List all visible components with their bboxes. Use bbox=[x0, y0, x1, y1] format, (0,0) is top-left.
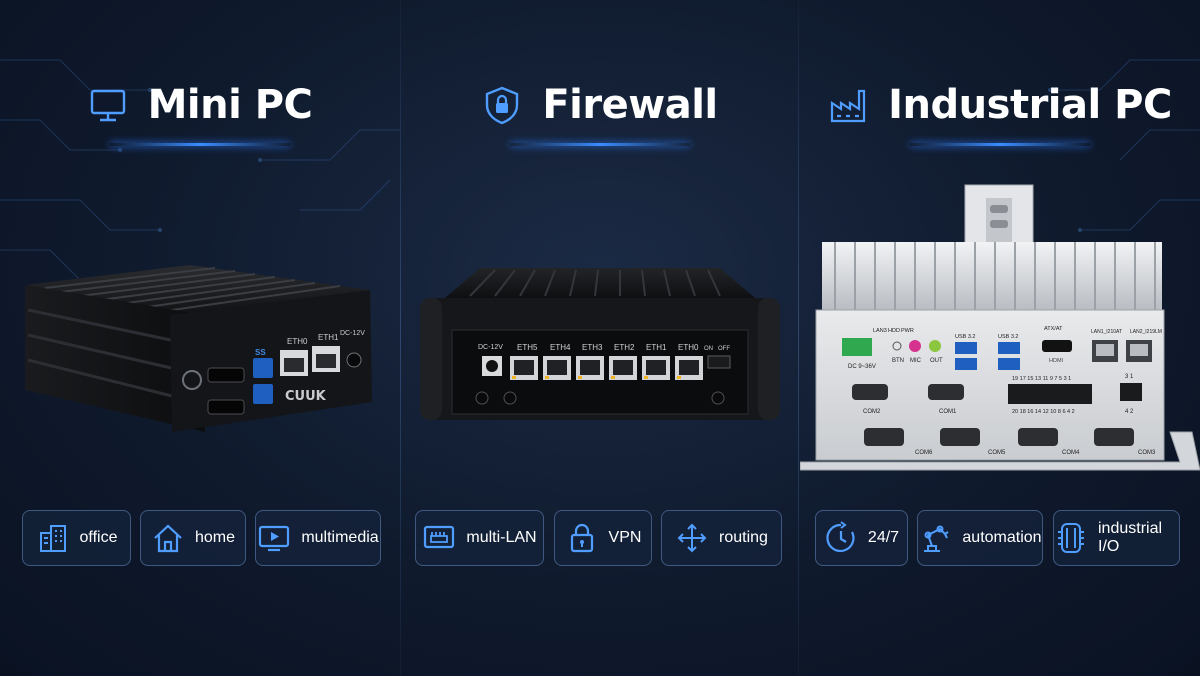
com-label: COM5 bbox=[988, 450, 1006, 456]
panel-firewall: Firewall DC-12V ETH5 ETH4 ETH3 ETH2 ETH1 bbox=[400, 0, 800, 676]
usb-label: USB 3.2 bbox=[955, 334, 975, 340]
multimedia-icon bbox=[259, 525, 290, 552]
chip-vpn: VPN bbox=[554, 510, 652, 566]
usb-label: USB 3.2 bbox=[998, 334, 1018, 340]
chip-home: home bbox=[140, 510, 246, 566]
io-connector-icon bbox=[1058, 523, 1084, 553]
port-label: ETH1 bbox=[318, 333, 339, 342]
label-lan3: LAN3 bbox=[873, 328, 887, 334]
feature-chips: multi-LAN VPN routing bbox=[400, 510, 800, 566]
com-label: COM3 bbox=[1138, 450, 1156, 456]
port-label: ETH2 bbox=[614, 343, 635, 352]
chip-label: office bbox=[79, 529, 118, 546]
com-label: COM4 bbox=[1062, 450, 1080, 456]
brand-logo: CUUK bbox=[285, 389, 327, 404]
panel-divider bbox=[400, 0, 401, 676]
panel-title-row: Industrial PC bbox=[800, 82, 1200, 128]
lan2-label: LAN2_I219LM bbox=[1130, 329, 1162, 335]
port-label: ETH0 bbox=[287, 337, 308, 346]
chip-24-7: 24/7 bbox=[815, 510, 908, 566]
out-label: OUT bbox=[930, 358, 943, 364]
chip-multimedia: multimedia bbox=[255, 510, 381, 566]
feature-chips: 24/7 automation industrial I/O bbox=[800, 510, 1200, 566]
panel-title-row: Mini PC bbox=[0, 82, 400, 128]
com-label: COM1 bbox=[939, 409, 957, 415]
title-underline bbox=[510, 143, 690, 146]
power-label: DC-12V bbox=[478, 344, 503, 351]
title-underline bbox=[910, 143, 1090, 146]
pin-bottom-label: 4 2 bbox=[1125, 409, 1134, 415]
monitor-icon bbox=[90, 89, 125, 122]
port-label: ETH3 bbox=[582, 343, 603, 352]
chip-label: multimedia bbox=[301, 529, 379, 546]
power-label: DC 9~36V bbox=[848, 364, 876, 370]
industrial-pc-image: LAN3 HDD PWR DC 9~36V BTN MIC OUT USB 3.… bbox=[800, 184, 1200, 471]
lock-icon bbox=[570, 523, 593, 553]
com-label: COM2 bbox=[863, 409, 881, 415]
label-pwr: PWR bbox=[901, 328, 914, 334]
panel-title: Industrial PC bbox=[888, 82, 1172, 128]
port-label: ETH1 bbox=[646, 343, 667, 352]
port-label: ETH4 bbox=[550, 343, 571, 352]
chip-industrial-io: industrial I/O bbox=[1053, 510, 1180, 566]
port-label: ETH5 bbox=[517, 343, 538, 352]
chip-label: VPN bbox=[608, 529, 642, 546]
chip-label: automation bbox=[962, 529, 1042, 546]
lan1-label: LAN1_I210AT bbox=[1091, 329, 1122, 335]
routing-arrows-icon bbox=[677, 523, 707, 553]
com-label: COM6 bbox=[915, 450, 933, 456]
firewall-image: DC-12V ETH5 ETH4 ETH3 ETH2 ETH1 ETH0 ON … bbox=[420, 268, 780, 420]
switch-off-label: OFF bbox=[718, 346, 730, 352]
chip-routing: routing bbox=[661, 510, 782, 566]
hdmi-label: HDMI bbox=[1049, 358, 1064, 364]
clock-icon bbox=[826, 521, 855, 553]
switch-on-label: ON bbox=[704, 346, 713, 352]
robot-arm-icon bbox=[924, 525, 949, 552]
port-label: DC-12V bbox=[340, 330, 365, 337]
office-building-icon bbox=[39, 525, 66, 552]
gpio-bottom-label: 20 18 16 14 12 10 8 6 4 2 bbox=[1012, 409, 1075, 415]
panel-title: Firewall bbox=[542, 82, 718, 128]
usb-label: SS bbox=[255, 348, 266, 357]
panel-divider bbox=[798, 0, 799, 676]
title-underline bbox=[110, 143, 290, 146]
chip-label: home bbox=[194, 529, 236, 546]
mini-pc-image: SS ETH0 ETH1 DC-12V CUUK bbox=[25, 265, 372, 432]
chip-automation: automation bbox=[917, 510, 1043, 566]
chip-label: multi-LAN bbox=[466, 529, 537, 546]
factory-icon bbox=[831, 89, 866, 123]
panel-title-row: Firewall bbox=[400, 82, 800, 128]
home-icon bbox=[154, 524, 182, 553]
chip-label: industrial I/O bbox=[1098, 520, 1163, 555]
panel-title: Mini PC bbox=[147, 82, 313, 128]
ethernet-port-icon bbox=[424, 525, 455, 549]
panel-mini-pc: Mini PC bbox=[0, 0, 400, 676]
pin-top-label: 3 1 bbox=[1125, 374, 1134, 380]
chip-label: 24/7 bbox=[867, 529, 900, 546]
chip-multi-lan: multi-LAN bbox=[415, 510, 544, 566]
feature-chips: office home multimedia bbox=[0, 510, 400, 566]
label-hdd: HDD bbox=[888, 328, 900, 334]
chip-label: routing bbox=[719, 529, 768, 546]
btn-label: BTN bbox=[892, 358, 904, 364]
mic-label: MIC bbox=[910, 358, 922, 364]
gpio-top-label: 19 17 15 13 11 9 7 5 3 1 bbox=[1012, 376, 1071, 382]
panel-industrial-pc: Industrial PC bbox=[800, 0, 1200, 676]
port-label: ETH0 bbox=[678, 343, 699, 352]
chip-office: office bbox=[22, 510, 131, 566]
atx-label: ATX/AT bbox=[1044, 326, 1063, 332]
shield-lock-icon bbox=[486, 86, 519, 125]
